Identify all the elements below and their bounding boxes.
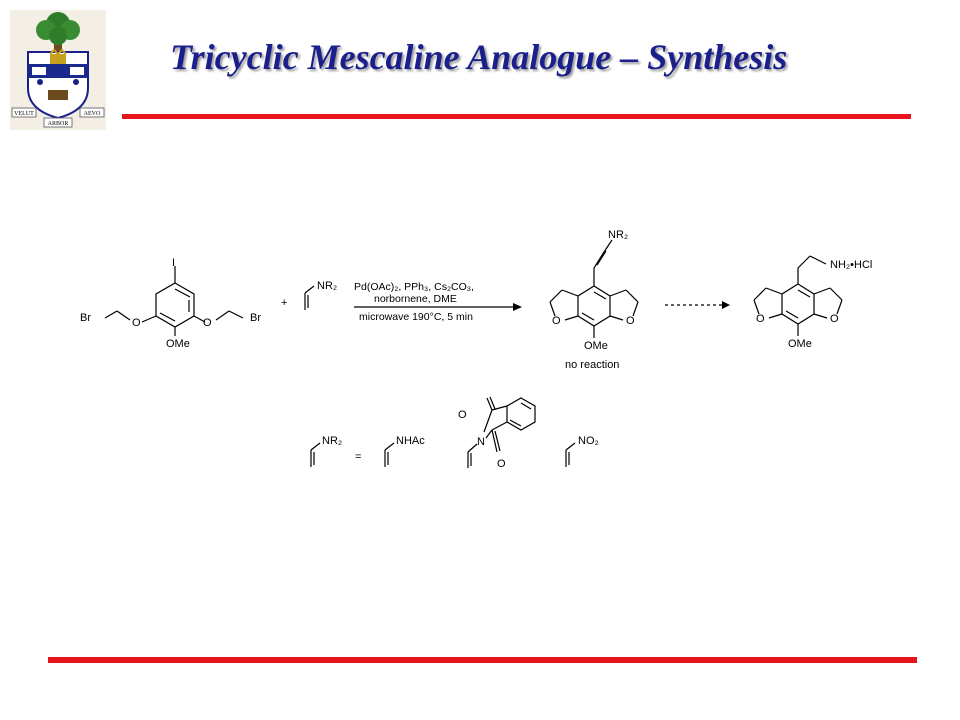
o-left-label: O: [132, 317, 141, 329]
br-right-label: Br: [250, 312, 261, 324]
nhac-label: NHAc: [396, 435, 425, 447]
no2-label: NO₂: [578, 435, 599, 447]
motto-right: AEVO: [84, 111, 101, 117]
o-right-label: O: [203, 317, 212, 329]
footer-rule: [48, 657, 917, 663]
phth-o-bottom: O: [497, 458, 506, 470]
product-amine-hcl: NH₂•HCl O O OMe: [753, 255, 872, 350]
motto-left: VELUT: [14, 111, 34, 117]
dashed-arrow: [665, 301, 730, 309]
starting-material: I Br O O Br OMe: [80, 257, 261, 350]
reagents-line-1: Pd(OAc)₂, PPh₃, Cs₂CO₃,: [354, 281, 474, 293]
nr2-label-2: NR₂: [608, 229, 628, 241]
equals-sign: =: [355, 451, 361, 463]
amine-salt-label: NH₂•HCl: [830, 259, 872, 271]
o-label-p2-left: O: [756, 313, 765, 325]
reaction-arrow: [354, 303, 522, 311]
plus-sign: +: [281, 297, 287, 309]
ome-label-2: OMe: [584, 340, 608, 352]
reagents-line-2: norbornene, DME: [374, 293, 457, 305]
o-label-p1-left: O: [552, 315, 561, 327]
title-underline: [122, 114, 911, 119]
o-label-p1-right: O: [626, 315, 635, 327]
br-left-label: Br: [80, 312, 91, 324]
nr2-label-1: NR₂: [317, 280, 337, 292]
slide-title: Tricyclic Mescaline Analogue – Synthesis: [170, 37, 788, 77]
ome-label-3: OMe: [788, 338, 812, 350]
nr2-label-3: NR₂: [322, 435, 342, 447]
university-crest-icon: VELUT AEVO ARBOR: [10, 10, 106, 130]
iodo-label: I: [172, 257, 175, 269]
conditions-line: microwave 190°C, 5 min: [359, 311, 473, 323]
o-label-p2-right: O: [830, 313, 839, 325]
phth-o-top: O: [458, 409, 467, 421]
no-reaction-note: no reaction: [565, 359, 619, 371]
phth-n: N: [477, 436, 485, 448]
motto-bottom: ARBOR: [48, 121, 69, 127]
product-vinyl-amine: NR₂ O O OMe no reaction: [549, 229, 639, 371]
nr2-definition-row: NR₂ = NHAc O N O: [310, 396, 599, 470]
ome-label-1: OMe: [166, 338, 190, 350]
vinyl-amine-reagent: NR₂: [304, 280, 337, 310]
